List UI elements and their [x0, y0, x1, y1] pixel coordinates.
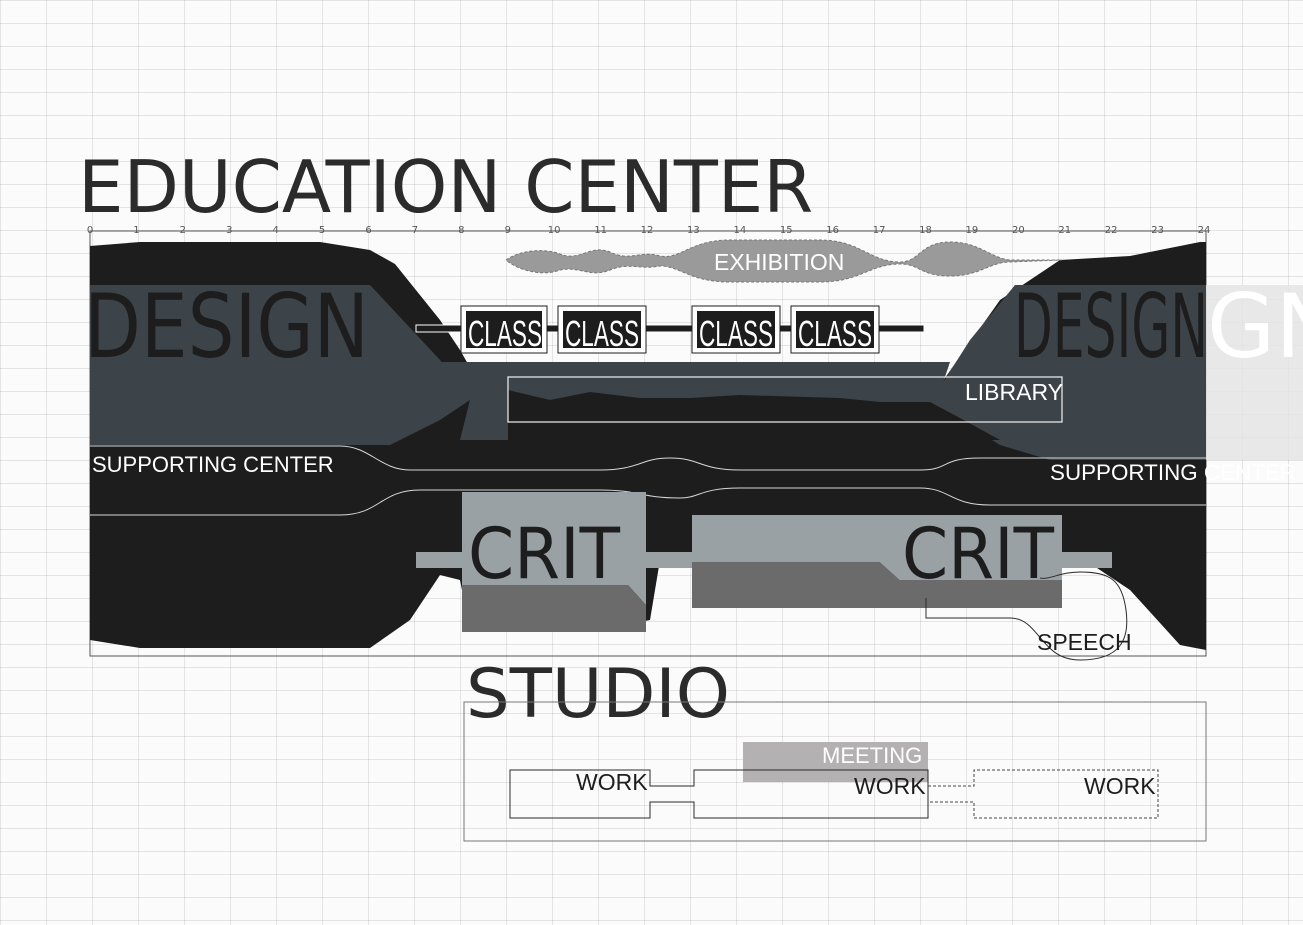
speech-outline	[925, 571, 1128, 661]
work-outline-main	[509, 769, 929, 819]
crit-block-left	[462, 492, 646, 605]
supporting-center-label-left: SUPPORTING CENTER	[92, 452, 334, 477]
class-bar	[415, 324, 925, 333]
class-box-3	[691, 305, 781, 354]
class-box-1	[460, 305, 548, 354]
crit-connector-mid	[646, 552, 694, 568]
library-inner-mass	[508, 390, 1000, 440]
work-label-2: WORK	[854, 773, 926, 799]
class-label-3: CLASS	[699, 313, 773, 354]
crit-block-right	[692, 515, 1062, 580]
speech-label: SPEECH	[1037, 629, 1132, 655]
work-label-1: WORK	[576, 769, 648, 795]
studio-frame	[463, 701, 1207, 842]
crit-label-left: CRIT	[468, 513, 620, 595]
crit-dark-left	[462, 585, 646, 632]
design-label-right: DESIGN	[1014, 275, 1208, 378]
design-band-right	[935, 285, 1206, 460]
class-box-4	[790, 305, 880, 354]
design-label-left: DESIGN	[84, 275, 369, 378]
crit-dark-right	[692, 562, 1062, 608]
meeting-bar	[743, 742, 928, 782]
supporting-center-label-right: SUPPORTING CENTER	[1050, 460, 1296, 485]
design-band-left	[90, 285, 470, 445]
supporting-center-line-lower	[90, 487, 1206, 516]
class-label-2: CLASS	[565, 313, 639, 354]
design-label-right-overflow: GN	[1207, 275, 1303, 378]
work-outline-dashed	[928, 769, 1159, 819]
library-box	[507, 376, 1063, 423]
crit-connector-left	[416, 552, 466, 568]
diagram-title: EDUCATION CENTER	[78, 145, 813, 229]
crit-label-right: CRIT	[902, 513, 1054, 595]
library-label: LIBRARY	[965, 379, 1063, 405]
studio-title: STUDIO	[466, 655, 730, 734]
work-label-3: WORK	[1084, 773, 1156, 799]
supporting-center-line-upper	[90, 445, 1206, 471]
meeting-label: MEETING	[822, 743, 922, 768]
class-label-1: CLASS	[468, 313, 542, 354]
crit-connector-right	[1060, 552, 1112, 568]
exhibition-label: EXHIBITION	[714, 249, 844, 275]
design-overflow-panel	[1206, 285, 1303, 460]
class-label-4: CLASS	[798, 313, 872, 354]
exhibition-blob	[505, 239, 1063, 283]
class-box-2	[557, 305, 647, 354]
